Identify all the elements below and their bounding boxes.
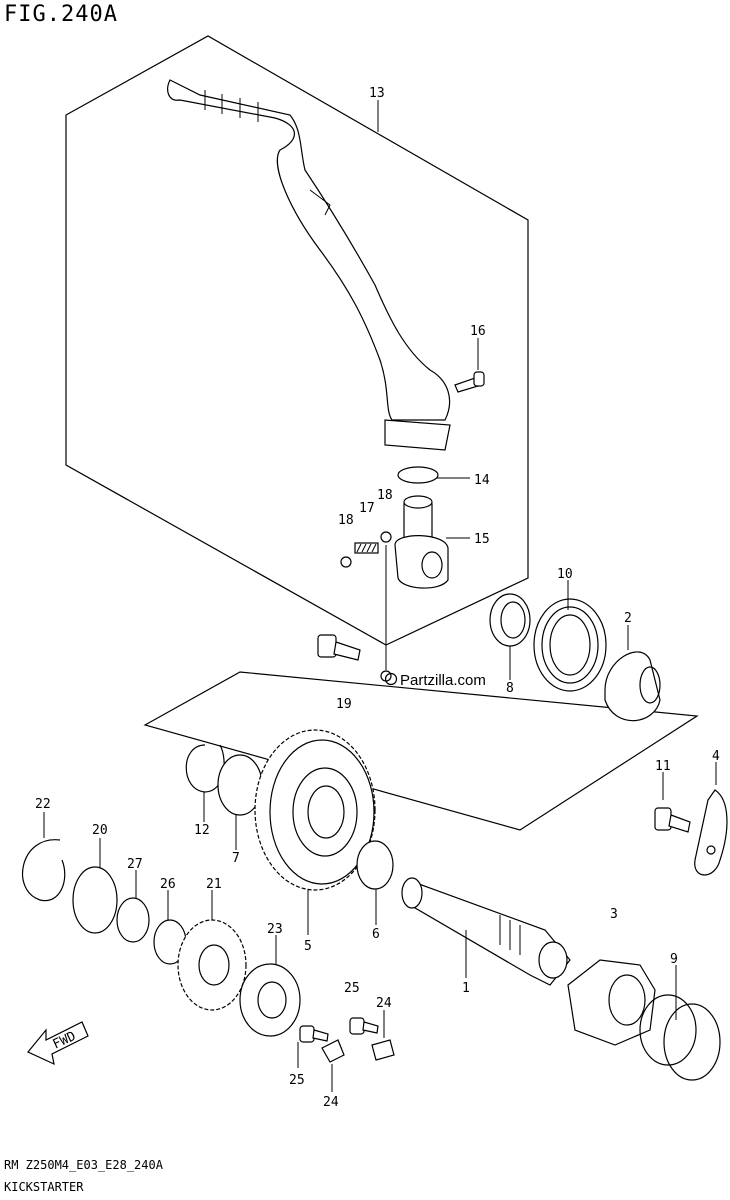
idle-gear-21 xyxy=(177,919,247,1011)
callout-17: 17 xyxy=(359,501,375,516)
callout-23: 23 xyxy=(267,922,283,937)
footer-name: KICKSTARTER xyxy=(4,1180,84,1194)
callout-15: 15 xyxy=(474,532,490,547)
callout-19: 19 xyxy=(336,697,352,712)
bolt-16 xyxy=(454,371,485,393)
washer-24-right xyxy=(371,1039,395,1061)
o-ring-14 xyxy=(397,466,439,484)
ratchet-3 xyxy=(567,959,656,1046)
bolt-25-left xyxy=(299,1025,329,1043)
callout-27: 27 xyxy=(127,857,143,872)
kick-shaft-1 xyxy=(401,877,571,986)
circlip-22 xyxy=(22,839,66,902)
callout-10: 10 xyxy=(557,567,573,582)
spring-9 xyxy=(639,994,721,1081)
callout-26: 26 xyxy=(160,877,176,892)
kick-lever xyxy=(167,79,451,451)
callout-22: 22 xyxy=(35,797,51,812)
watermark-text: Partzilla.com xyxy=(400,672,486,689)
page-title: FIG.240A xyxy=(4,2,118,27)
spring-guide-2 xyxy=(604,651,661,722)
circlip-12 xyxy=(185,744,225,793)
callout-6: 6 xyxy=(372,927,380,942)
callout-12: 12 xyxy=(194,823,210,838)
callout-11: 11 xyxy=(655,759,671,774)
washer-24-left xyxy=(321,1039,345,1063)
callout-5: 5 xyxy=(304,939,312,954)
spring-17 xyxy=(354,542,379,554)
callout-18-left: 18 xyxy=(338,513,354,528)
partzilla-watermark: Partzilla.com xyxy=(384,672,486,689)
lower-frame xyxy=(143,671,699,831)
callout-3: 3 xyxy=(610,907,618,922)
callout-18-right: 18 xyxy=(377,488,393,503)
ball-18-left xyxy=(340,556,352,568)
washer-23 xyxy=(239,963,301,1037)
callout-24-top: 24 xyxy=(376,996,392,1011)
bolt-11 xyxy=(654,807,691,833)
footer-code: RM Z250M4_E03_E28_240A xyxy=(4,1158,163,1172)
callout-4: 4 xyxy=(712,749,720,764)
callout-8: 8 xyxy=(506,681,514,696)
washer-27 xyxy=(116,897,150,943)
washer-6 xyxy=(356,840,394,890)
callout-24-bottom: 24 xyxy=(323,1095,339,1110)
bolt-19 xyxy=(317,634,392,682)
callout-7: 7 xyxy=(232,851,240,866)
callout-1: 1 xyxy=(462,981,470,996)
callout-13: 13 xyxy=(369,86,385,101)
bolt-25-right xyxy=(349,1017,379,1035)
drive-gear-5 xyxy=(254,729,376,891)
callout-2: 2 xyxy=(624,611,632,626)
callout-14: 14 xyxy=(474,473,490,488)
callout-21: 21 xyxy=(206,877,222,892)
leader-lines xyxy=(43,100,717,1092)
callout-20: 20 xyxy=(92,823,108,838)
boss-15 xyxy=(394,495,449,589)
upper-frame xyxy=(65,35,529,646)
plate-20 xyxy=(72,866,118,934)
callout-16: 16 xyxy=(470,324,486,339)
callout-25-top: 25 xyxy=(344,981,360,996)
callout-25-bottom: 25 xyxy=(289,1073,305,1088)
plate-4 xyxy=(694,789,728,876)
oil-seal-8 xyxy=(489,593,531,647)
spring-10 xyxy=(533,598,607,692)
callout-9: 9 xyxy=(670,952,678,967)
ball-18-right xyxy=(380,531,392,543)
fwd-arrow-icon: FWD xyxy=(27,1021,89,1066)
